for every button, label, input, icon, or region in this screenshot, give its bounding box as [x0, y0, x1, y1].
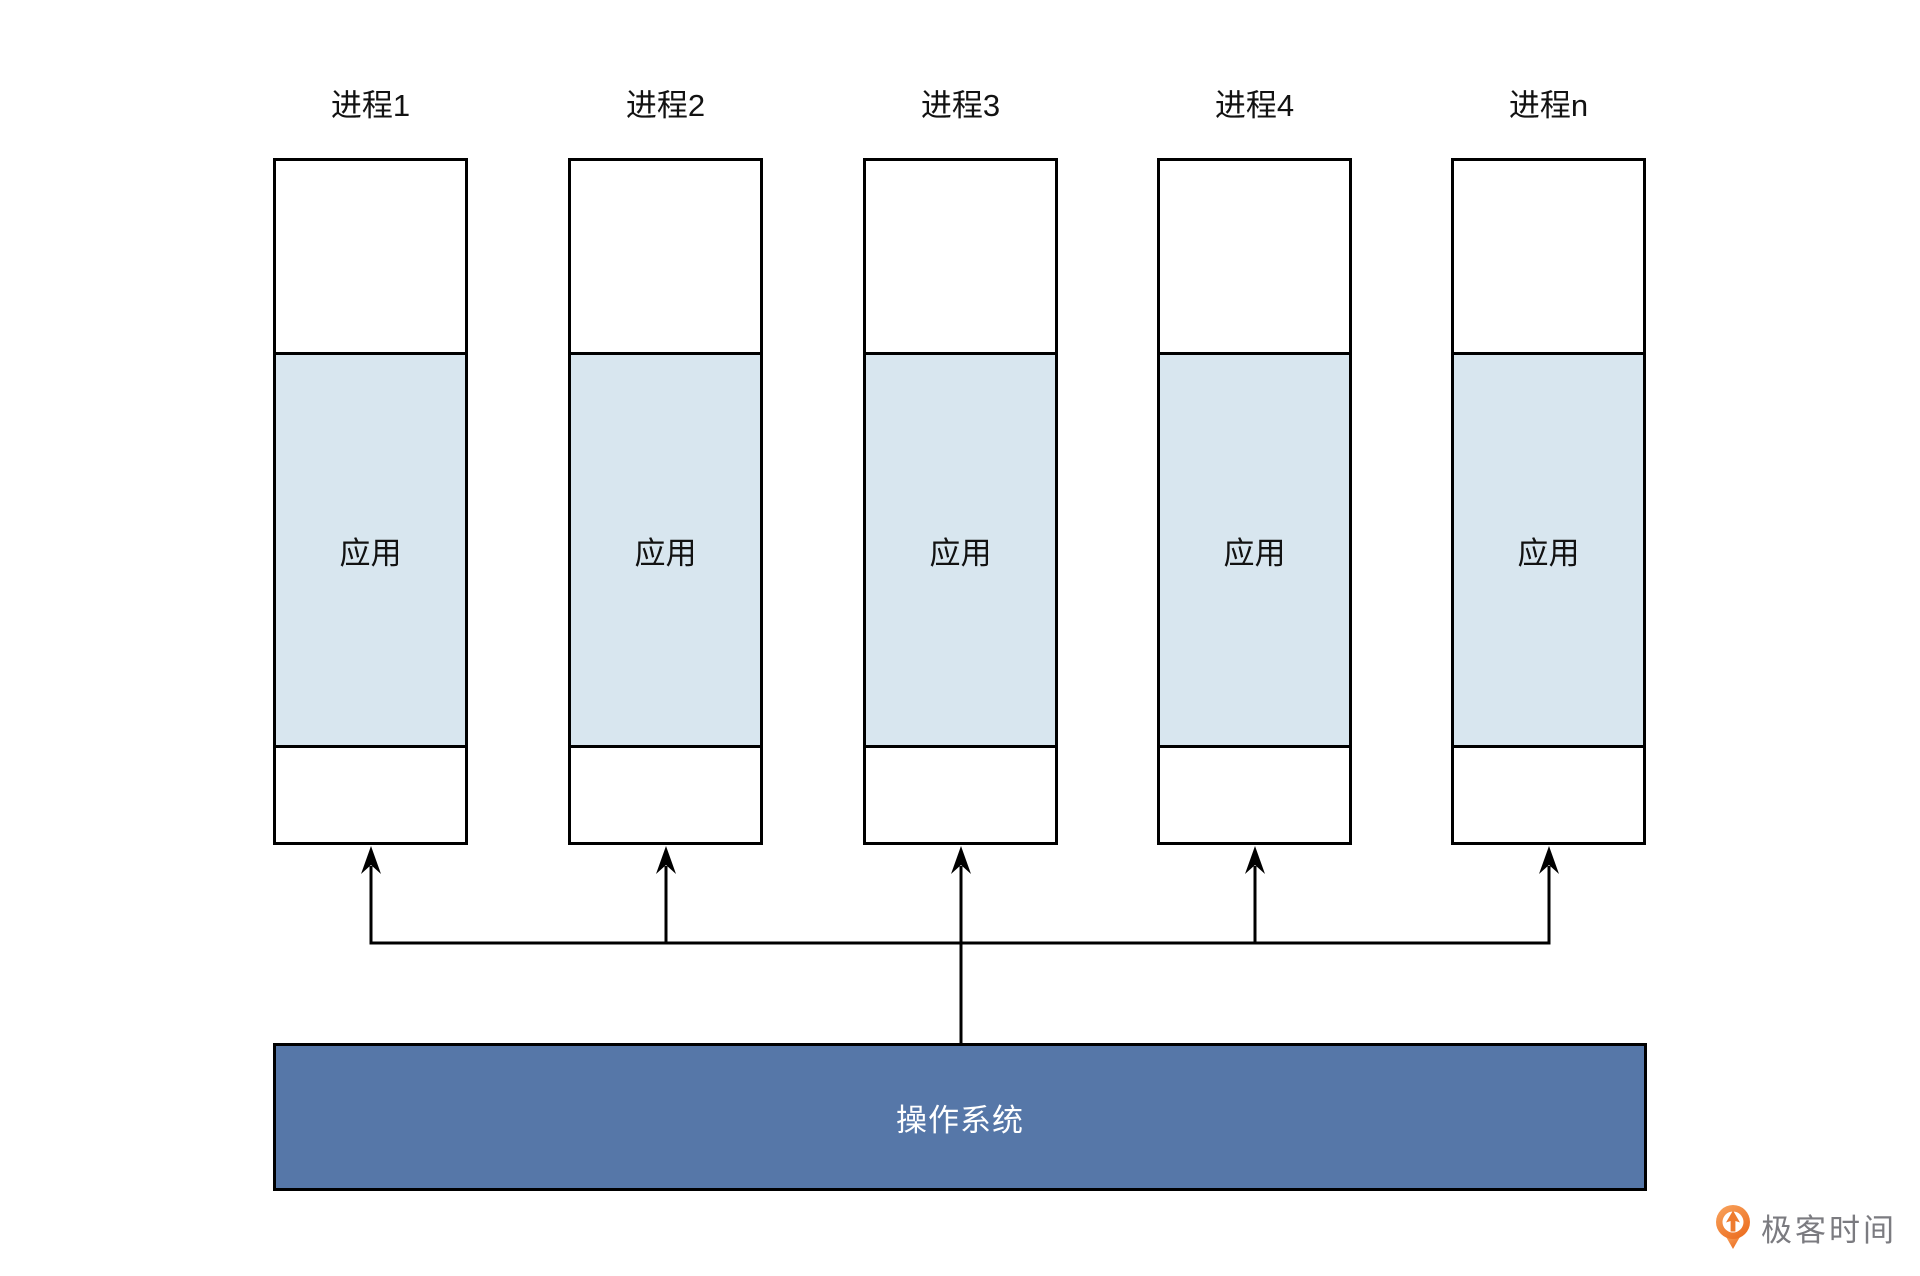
process-app-section: 应用 [1454, 355, 1643, 748]
process-bottom-section [276, 748, 465, 842]
app-label: 应用 [1223, 535, 1286, 571]
app-label: 应用 [929, 535, 992, 571]
geektime-pin-icon [1714, 1204, 1752, 1251]
brand-logo: 极客时间 [1714, 1204, 1897, 1251]
process-box: 应用 [1451, 158, 1646, 845]
process-label: 进程4 [1214, 88, 1295, 123]
app-label: 应用 [634, 535, 697, 571]
process-top-section [276, 161, 465, 355]
process-app-section: 应用 [1160, 355, 1349, 748]
process-top-section [571, 161, 760, 355]
process-top-section [1160, 161, 1349, 355]
process-column-3: 进程3 应用 [863, 84, 1058, 845]
process-column-n: 进程n 应用 [1451, 84, 1646, 845]
process-column-1: 进程1 应用 [273, 84, 468, 845]
app-label: 应用 [339, 535, 402, 571]
process-top-section [866, 161, 1055, 355]
brand-name: 极客时间 [1761, 1213, 1897, 1248]
process-app-section: 应用 [276, 355, 465, 748]
os-bar-label: 操作系统 [896, 1102, 1024, 1138]
process-label: 进程n [1508, 88, 1589, 123]
process-box: 应用 [863, 158, 1058, 845]
process-label: 进程3 [920, 88, 1001, 123]
process-column-4: 进程4 应用 [1157, 84, 1352, 845]
process-box: 应用 [1157, 158, 1352, 845]
process-box: 应用 [568, 158, 763, 845]
process-box: 应用 [273, 158, 468, 845]
process-bottom-section [571, 748, 760, 842]
process-bottom-section [1454, 748, 1643, 842]
process-label: 进程1 [330, 88, 411, 123]
app-label: 应用 [1517, 535, 1580, 571]
process-app-section: 应用 [571, 355, 760, 748]
process-top-section [1454, 161, 1643, 355]
process-app-section: 应用 [866, 355, 1055, 748]
process-bottom-section [866, 748, 1055, 842]
process-bottom-section [1160, 748, 1349, 842]
os-bar: 操作系统 [273, 1043, 1647, 1191]
process-label: 进程2 [625, 88, 706, 123]
process-column-2: 进程2 应用 [568, 84, 763, 845]
